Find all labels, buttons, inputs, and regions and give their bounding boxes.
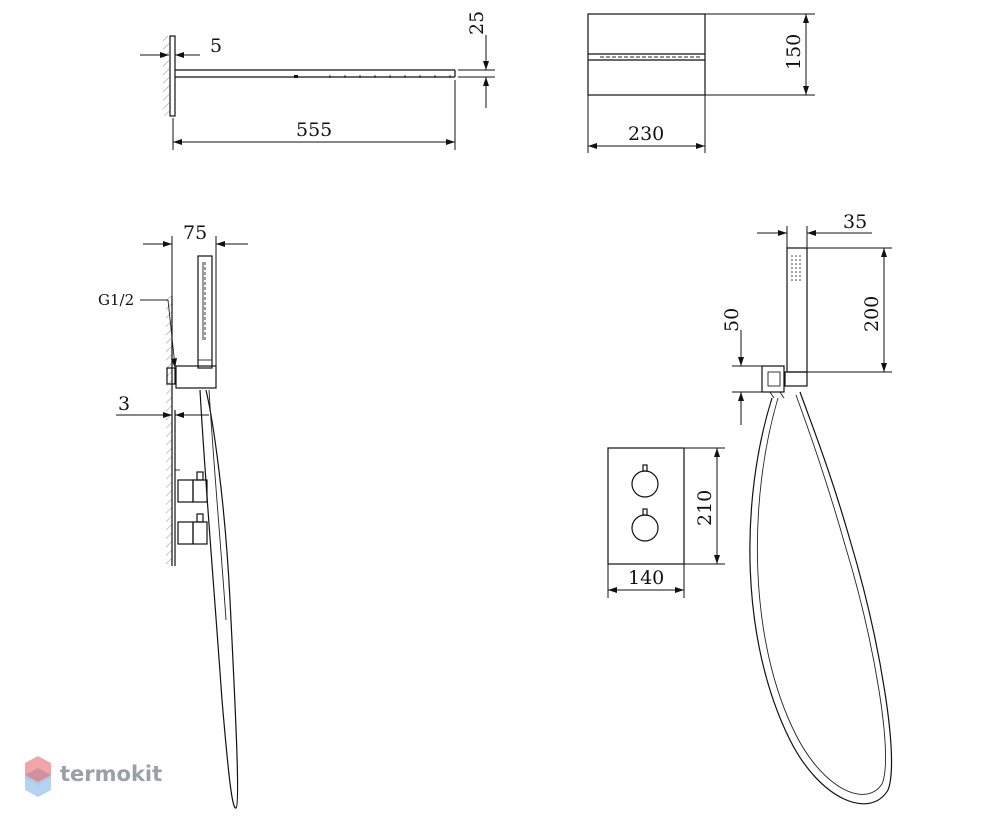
hand-shower-side [197, 255, 213, 369]
wall-hatch-side [166, 296, 172, 566]
nozzle-marks [294, 75, 451, 78]
hose-front [749, 391, 893, 805]
valve-upper [177, 479, 194, 503]
wall-hatch [163, 36, 169, 116]
dim-panel-width: 140 [628, 567, 664, 589]
dim-holder-width: 35 [843, 211, 867, 233]
brand-logo: termokit [25, 756, 162, 797]
mixer-side-view: 75 G1/2 3 [98, 222, 248, 809]
dim-head-height: 150 [783, 34, 805, 70]
valve-lower [177, 521, 194, 545]
holder-bracket [761, 365, 785, 393]
mixer-panel [607, 447, 685, 565]
dim-wall-gap: 5 [210, 35, 222, 57]
dim-hand-offset: 75 [183, 222, 207, 244]
hand-shower-body [786, 247, 808, 373]
dim-arm-length: 555 [296, 119, 332, 141]
shower-head-front-view: 150 230 [587, 13, 815, 153]
hand-shower-front-view: 35 200 50 [721, 211, 893, 805]
spray-dots [791, 255, 801, 281]
lower-knob [631, 514, 659, 542]
upper-knob [631, 470, 659, 498]
hose-side [199, 389, 239, 809]
brand-name: termokit [60, 762, 162, 786]
shower-arm-side-view: 5 25 555 [140, 11, 495, 150]
dim-head-width: 230 [628, 123, 664, 145]
dim-panel-height: 210 [694, 490, 716, 526]
wall-flange [169, 35, 176, 117]
dim-thread: G1/2 [98, 291, 134, 309]
dim-plate-thickness: 3 [118, 393, 130, 415]
hose-outlet [175, 365, 217, 389]
dim-handshower-length: 200 [861, 296, 883, 332]
dim-arm-thickness: 25 [466, 11, 488, 35]
mixer-panel-front-view: 210 140 [607, 447, 725, 598]
dim-holder-height: 50 [721, 308, 743, 332]
